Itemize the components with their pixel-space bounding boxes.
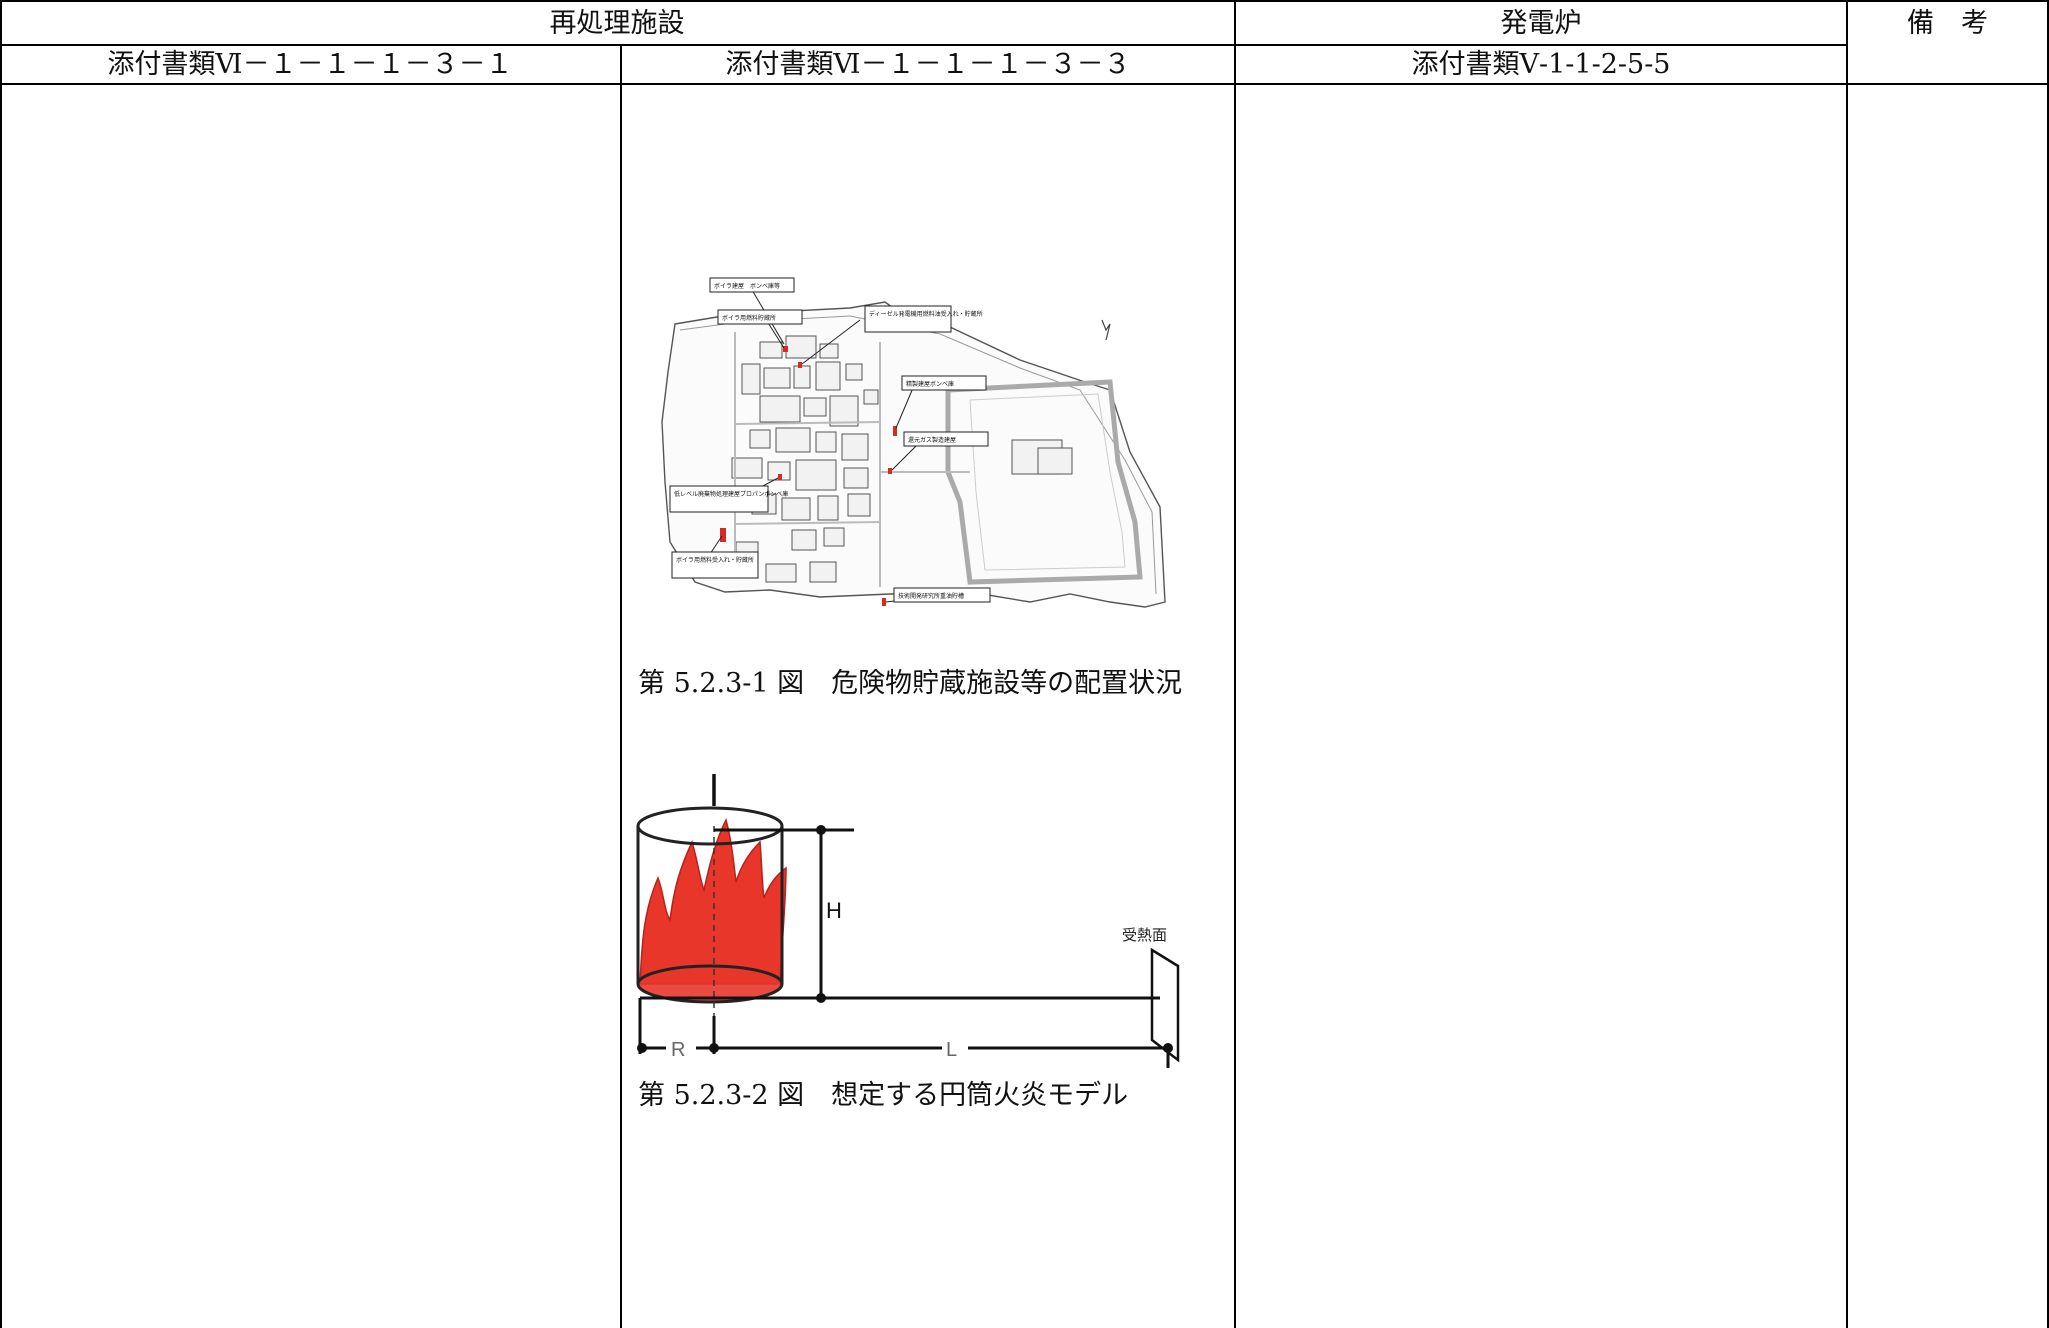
- table-right-border: [2047, 0, 2049, 1328]
- site-layout-map: ボイラ建屋 ボンベ庫等 ボイラ用燃料貯蔵所 ディーゼル発電機用燃料油受入れ・貯蔵…: [661, 277, 1166, 608]
- r-label-bg: [666, 1036, 696, 1060]
- map-label-5: 還元ガス製造建屋: [908, 436, 956, 444]
- map-label-boxes: [669, 277, 991, 603]
- l-label-bg: [942, 1036, 968, 1060]
- distance-label: L: [946, 1039, 957, 1061]
- header-divider-1: [0, 44, 1848, 46]
- heat-receiving-surface: [1150, 947, 1180, 1063]
- dim-dot-left: [637, 1043, 647, 1053]
- col-divider-2: [1234, 0, 1236, 1328]
- height-top-dot: [816, 825, 826, 835]
- surface-label: 受熱面: [1122, 926, 1167, 944]
- internal-roads: [734, 332, 970, 587]
- col-divider-1: [620, 44, 622, 1328]
- map-label-8: 技術開発研究所重油貯槽: [898, 592, 964, 600]
- header-col2-doc: 添付書類Ⅵ－１－１－１－３－３: [725, 49, 1131, 80]
- map-label-4: 精製建屋ボンベ庫: [906, 380, 954, 388]
- figure-1-caption: 第 5.2.3-1 図 危険物貯蔵施設等の配置状況: [638, 668, 1183, 699]
- map-label-7: ボイラ用燃料受入れ・貯蔵所: [676, 556, 754, 564]
- header-divider-2: [0, 83, 2049, 85]
- map-label-2: ボイラ用燃料貯蔵所: [722, 314, 776, 322]
- compass-mark: [1101, 319, 1111, 341]
- radius-label: R: [671, 1039, 685, 1061]
- header-reprocessing: 再処理施設: [549, 8, 685, 39]
- cylinder-top: [636, 806, 784, 846]
- dim-dot-mid: [709, 1043, 719, 1053]
- map-label-3: ディーゼル発電機用燃料油受入れ・貯蔵所: [869, 310, 983, 318]
- cylinder-flame-diagram: H R L 受熱面: [636, 774, 1180, 1068]
- map-label-6: 低レベル廃棄物処理建屋プロパンボンベ庫: [674, 490, 788, 498]
- height-label: H: [826, 898, 842, 923]
- cylinder-bottom: [636, 964, 784, 1004]
- flame-shape: [639, 817, 787, 985]
- perimeter-road: [945, 379, 1143, 585]
- header-col3-doc: 添付書類Ⅴ-1-1-2-5-5: [1411, 49, 1671, 80]
- figure-2-caption: 第 5.2.3-2 図 想定する円筒火炎モデル: [638, 1080, 1129, 1111]
- table-left-border: [0, 0, 2, 1328]
- col-divider-3: [1846, 0, 1848, 1328]
- header-remarks: 備 考: [1907, 8, 1988, 39]
- map-label-1: ボイラ建屋 ボンベ庫等: [714, 282, 780, 290]
- perimeter-road-inner: [969, 393, 1126, 571]
- header-power-reactor: 発電炉: [1500, 8, 1582, 39]
- map-label-texts: ボイラ建屋 ボンベ庫等 ボイラ用燃料貯蔵所 ディーゼル発電機用燃料油受入れ・貯蔵…: [674, 282, 983, 600]
- table-top-border: [0, 0, 2049, 2]
- hazard-markers: [720, 346, 897, 606]
- header-col1-doc: 添付書類Ⅵ－１－１－１－３－１: [107, 49, 513, 80]
